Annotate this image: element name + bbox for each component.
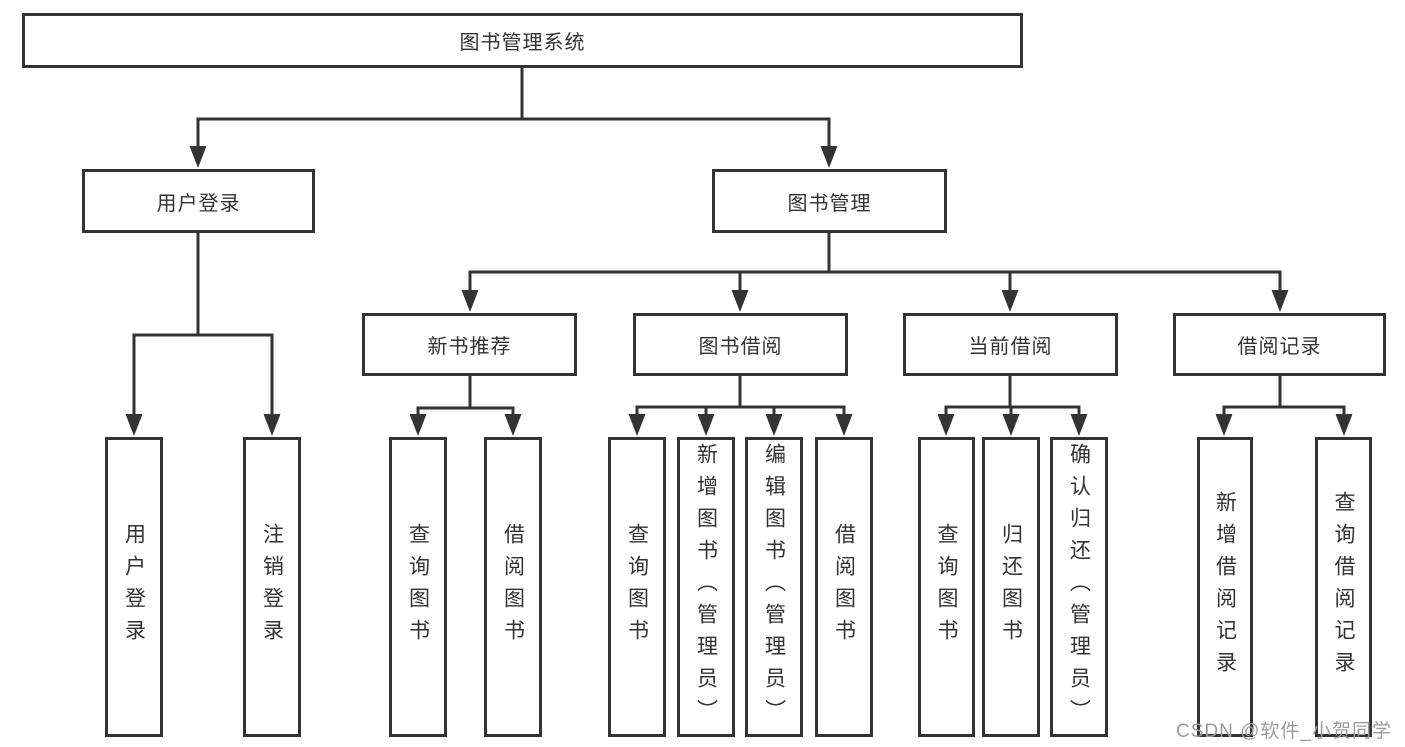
node-label: 查询图书	[935, 523, 958, 651]
node-label: 注销登录	[260, 523, 284, 651]
node-leaf-add-borrow-record: 新增借阅记录	[1197, 437, 1253, 737]
node-label: 查询图书	[406, 523, 430, 651]
node-leaf-query-books-rec: 查询图书	[389, 437, 447, 737]
node-label: 新增图书（管理员）	[694, 443, 718, 731]
node-label: 新增借阅记录	[1213, 491, 1237, 683]
node-label: 图书借阅	[698, 336, 783, 358]
node-label: 查询图书	[625, 523, 649, 651]
node-leaf-query-books-current: 查询图书	[918, 437, 975, 737]
node-label: 图书管理	[787, 192, 872, 215]
node-leaf-return-books: 归还图书	[982, 437, 1040, 737]
node-label: 用户登录	[122, 523, 146, 651]
node-label: 编辑图书（管理员）	[762, 443, 786, 731]
node-leaf-edit-books-admin: 编辑图书（管理员）	[745, 437, 803, 737]
node-leaf-query-borrow-record: 查询借阅记录	[1315, 437, 1372, 737]
node-leaf-confirm-return-admin: 确认归还（管理员）	[1050, 437, 1108, 737]
node-leaf-query-books-borrow: 查询图书	[608, 437, 666, 737]
node-borrowing-records: 借阅记录	[1173, 313, 1386, 376]
node-leaf-logout: 注销登录	[243, 437, 301, 737]
node-label: 借阅图书	[832, 523, 856, 651]
node-label: 新书推荐	[427, 336, 512, 358]
node-label: 查询借阅记录	[1332, 491, 1355, 683]
node-current-borrowing: 当前借阅	[903, 313, 1118, 376]
node-leaf-user-login: 用户登录	[105, 437, 163, 737]
node-label: 当前借阅	[968, 336, 1053, 358]
node-root: 图书管理系统	[22, 13, 1023, 68]
node-new-book-recommend: 新书推荐	[362, 313, 577, 376]
watermark: CSDN @软件_小贺同学	[1176, 721, 1392, 742]
node-label: 图书管理系统	[459, 32, 586, 54]
node-label: 用户登录	[156, 192, 241, 215]
node-label: 借阅图书	[501, 523, 525, 651]
node-leaf-add-books-admin: 新增图书（管理员）	[677, 437, 735, 737]
node-user-login-branch: 用户登录	[82, 169, 315, 233]
node-leaf-borrow-books-rec: 借阅图书	[484, 437, 542, 737]
node-label: 确认归还（管理员）	[1067, 443, 1091, 731]
node-label: 归还图书	[999, 523, 1023, 651]
node-leaf-borrow-books: 借阅图书	[815, 437, 873, 737]
node-book-management-branch: 图书管理	[712, 169, 947, 233]
node-label: 借阅记录	[1237, 336, 1322, 358]
node-book-borrowing: 图书借阅	[633, 313, 848, 376]
